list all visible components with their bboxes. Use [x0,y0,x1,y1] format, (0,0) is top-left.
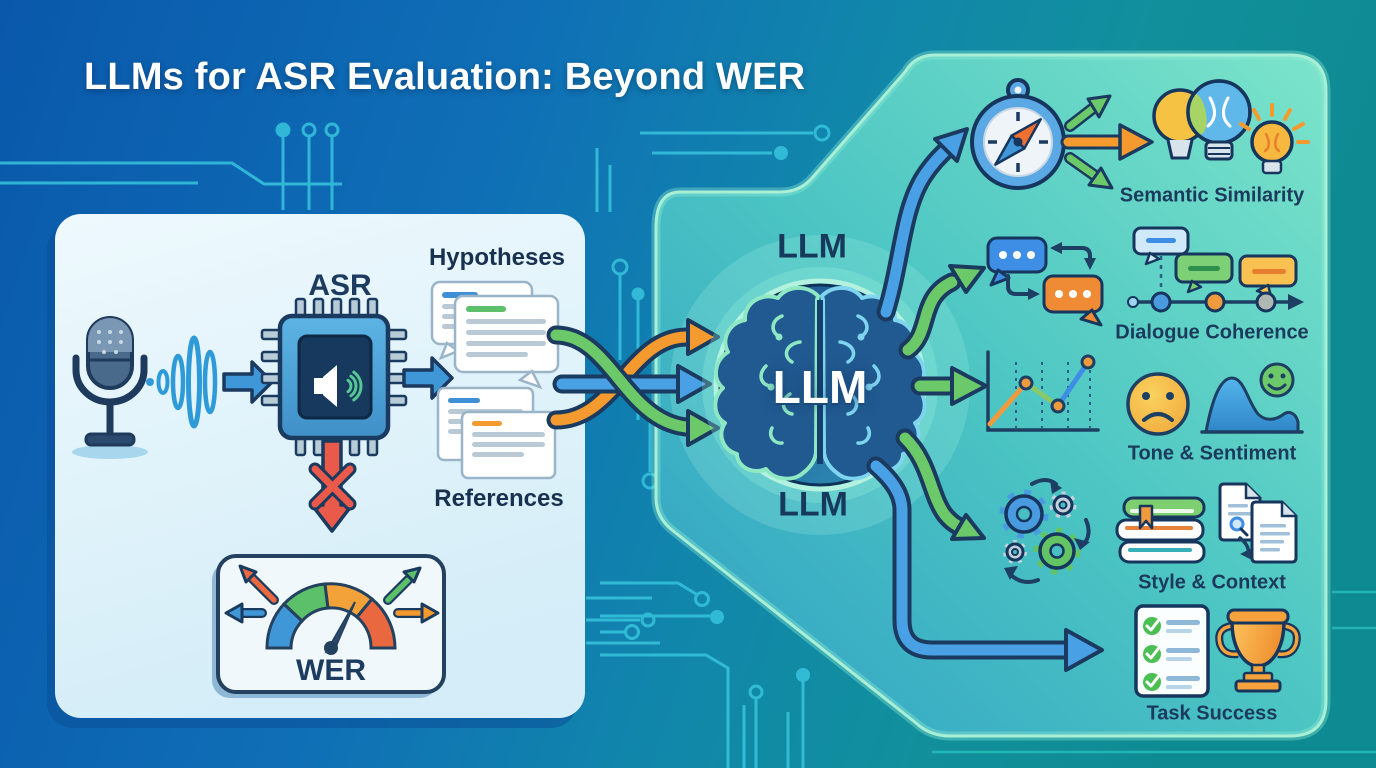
error-cross-arrow-icon [308,439,357,533]
style-context-label: Style & Context [1138,571,1286,594]
sentiment-line-chart-icon [986,350,1100,432]
reference-docs-icon [436,386,557,480]
llm-label-bottom: LLM [778,485,848,524]
infographic-title: LLMs for ASR Evaluation: Beyond WER [84,56,806,98]
gears-icon [999,478,1091,584]
circuit-traces [0,122,831,768]
dialogue-coherence-label: Dialogue Coherence [1115,321,1309,344]
asr-chip-icon [260,297,408,457]
wer-label: WER [296,654,366,687]
idea-bulbs-icon [1152,79,1310,175]
asr-label: ASR [308,269,372,302]
llm-core-label: LLM [772,361,868,413]
happy-face-icon [1259,362,1295,398]
sad-face-icon [1126,372,1190,436]
sentiment-wave-icon [1200,376,1304,434]
wer-gauge-icon [212,554,446,698]
arrows-out-of-llm [866,127,1104,672]
llm-brain-icon [702,267,938,503]
hypotheses-label: Hypotheses [428,244,566,271]
documents-icon [1218,482,1298,564]
checklist-icon [1134,604,1210,698]
task-success-label: Task Success [1146,702,1278,725]
compass-branch-arrows [1060,94,1154,190]
speech-bubbles-icon [430,280,560,390]
references-label: References [434,485,564,512]
books-icon [1115,496,1206,564]
trophy-icon [1215,608,1301,693]
speaker-icon [314,365,363,407]
semantic-similarity-label: Semantic Similarity [1119,184,1305,207]
tone-sentiment-label: Tone & Sentiment [1127,442,1297,465]
llm-label-top: LLM [777,227,847,266]
compass-icon [970,78,1066,190]
chat-exchange-icon [986,236,1104,327]
arrows-into-llm [546,318,720,447]
arrow-audio-to-asr [222,360,274,404]
microphone-icon [72,316,148,459]
circuit-traces-right [932,590,1376,754]
sound-wave-icon [146,335,218,429]
dialogue-timeline-icon [1127,226,1304,313]
